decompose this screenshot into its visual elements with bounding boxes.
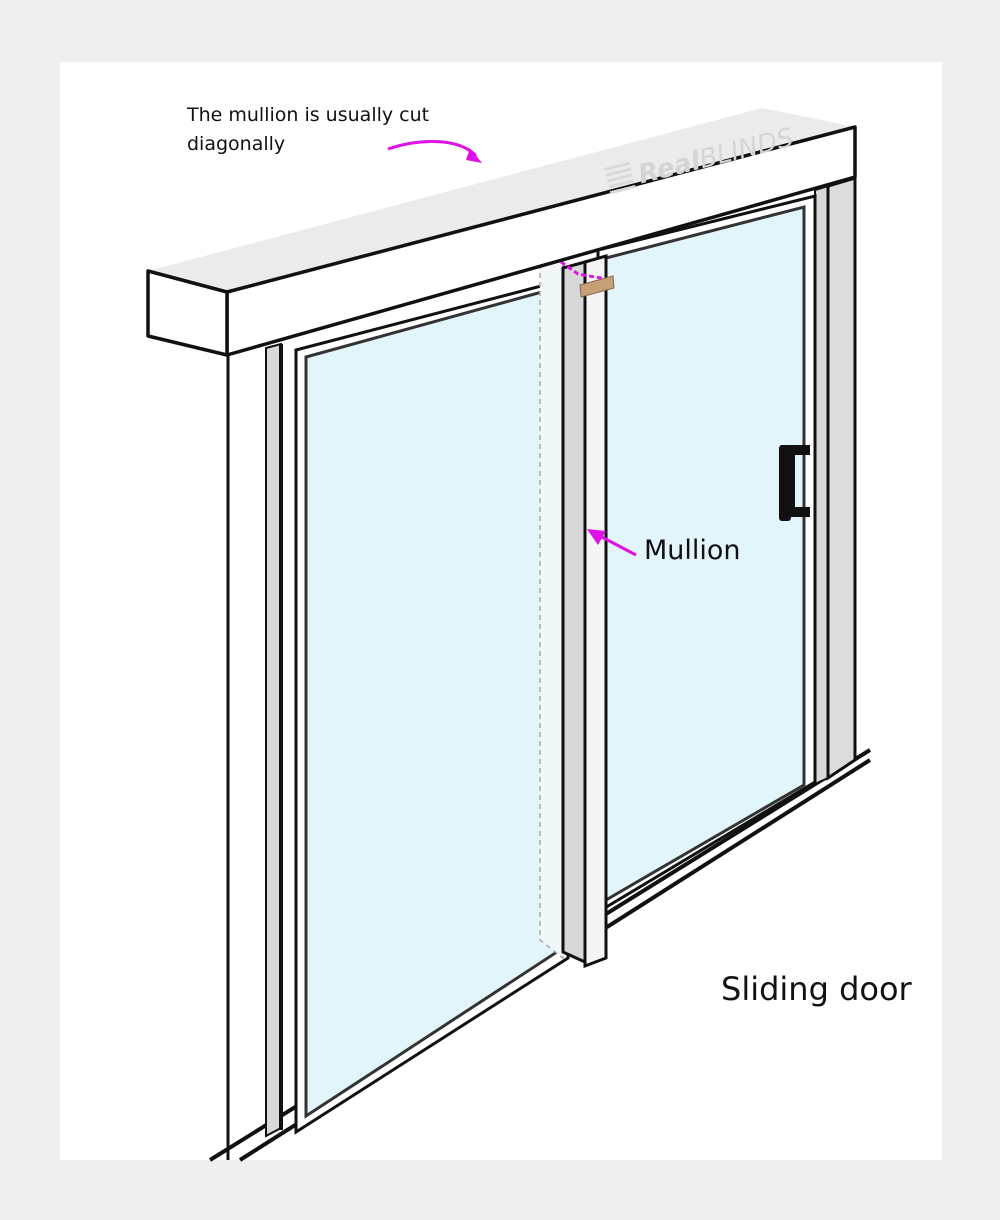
mullion-pointer-arrow bbox=[587, 529, 637, 557]
blinds-logo-icon bbox=[604, 161, 637, 196]
header-beam bbox=[146, 108, 857, 357]
mullion-label: Mullion bbox=[644, 535, 741, 566]
cut-note-arrow bbox=[387, 140, 482, 163]
right-jamb bbox=[814, 175, 857, 786]
diagram-caption: Sliding door bbox=[721, 970, 912, 1008]
right-glass-panel bbox=[596, 194, 817, 915]
door-handle-icon bbox=[779, 445, 810, 521]
left-glass-panel bbox=[294, 277, 570, 1135]
mullion bbox=[539, 241, 608, 969]
mullion-cut-note: The mullion is usually cut diagonally bbox=[187, 104, 430, 155]
left-jamb bbox=[226, 342, 283, 1160]
